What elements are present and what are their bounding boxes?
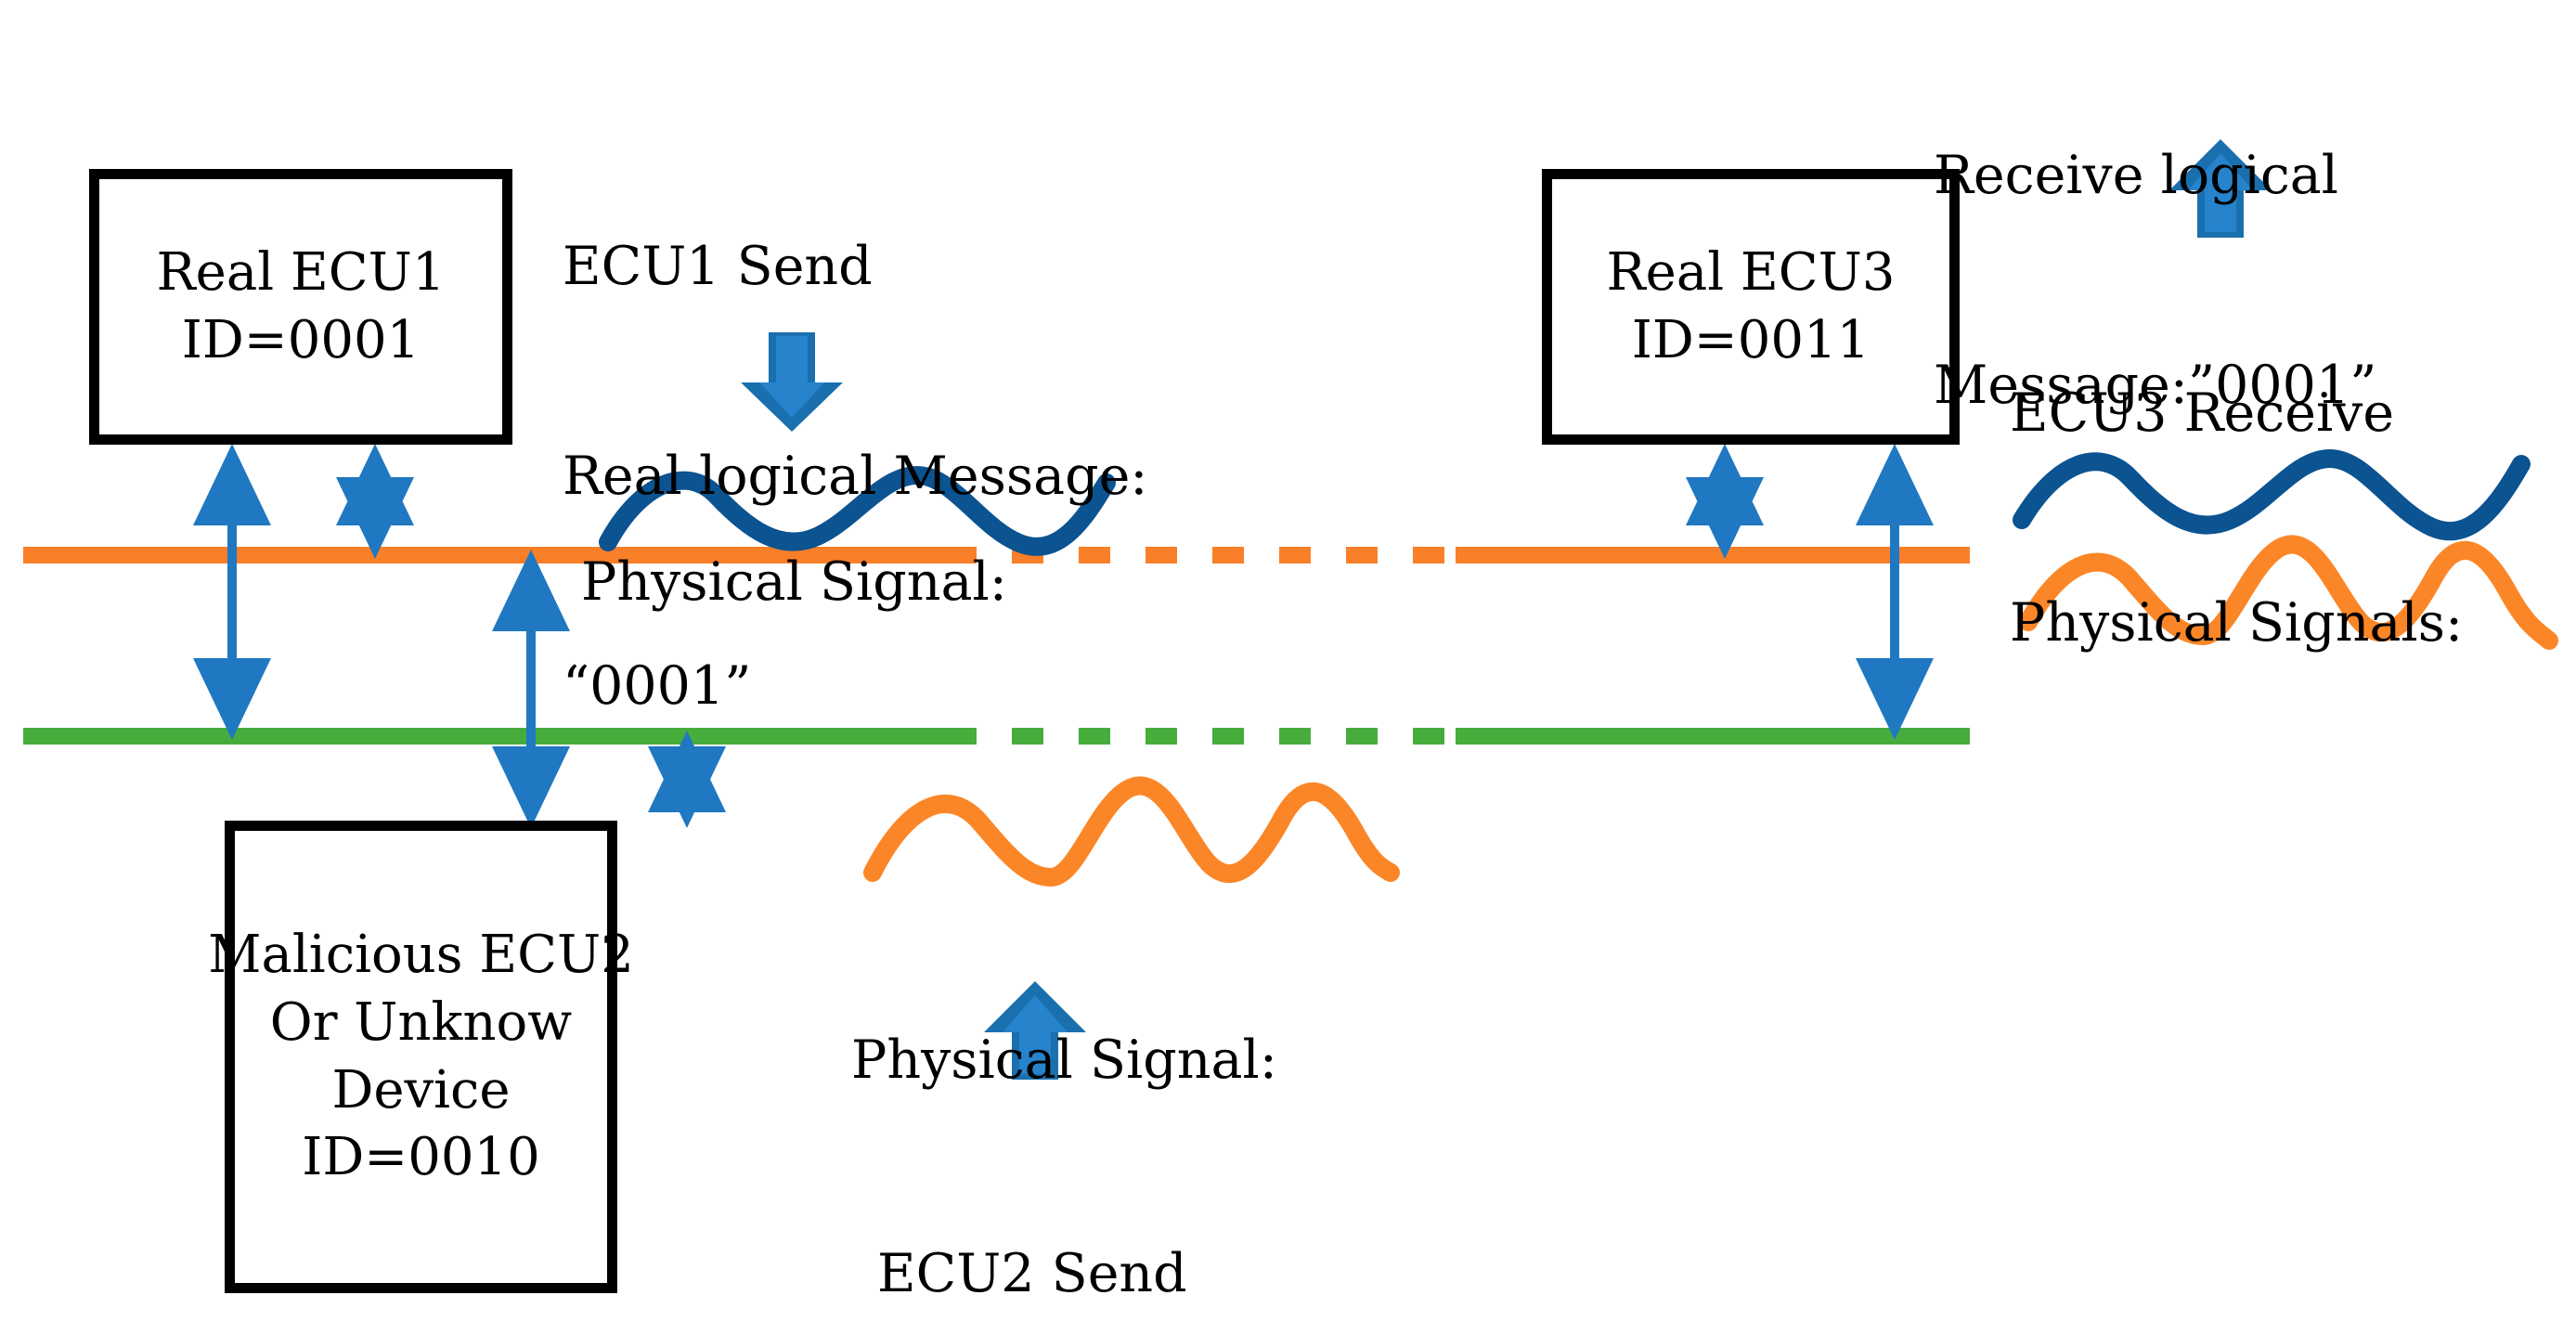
annotation-ecu2-send: ECU2 Send Spoof logical Message: “0001” <box>877 1100 1496 1334</box>
annotation-physical-signal-top-line-1: Physical Signal: <box>581 551 1007 614</box>
annotation-ecu1-send-line-1: ECU1 Send <box>563 236 873 298</box>
connector-ecu2-to-can-low <box>648 731 726 828</box>
annotation-ecu3-receive-line-1: ECU3 Receive <box>2010 382 2395 445</box>
ecu-box-malicious-ecu2-name: Malicious ECU2 <box>208 924 634 985</box>
annotation-receive-logical-message: Receive logical Message:”0001” <box>1934 2 2376 561</box>
arrowhead-up <box>193 444 271 525</box>
connector-ecu3-to-can-high <box>1686 444 1764 559</box>
arrowhead-down <box>492 746 570 828</box>
annotation-receive-logical-message-line-1: Receive logical <box>1934 145 2338 207</box>
ecu-box-real-ecu1-name: Real ECU1 <box>156 241 446 303</box>
arrowhead-down <box>1856 658 1934 740</box>
block-arrow-ecu1-send-down <box>741 332 843 432</box>
annotation-receive-logical-message-line-2: Message:”0001” <box>1934 355 2377 417</box>
waveform-ecu1-physical-signal <box>599 465 1116 556</box>
ecu-box-malicious-ecu2-id: ID=0010 <box>302 1127 540 1188</box>
connector-ecu3-to-can-low <box>1856 444 1934 740</box>
annotation-ecu1-send-line-3: “0001” <box>563 654 752 717</box>
ecu-box-real-ecu3[interactable]: Real ECU3 ID=0011 <box>1542 169 1960 445</box>
annotation-ecu3-receive-line-2: Physical Signals: <box>2010 592 2464 654</box>
annotation-physical-signal-bottom: Physical Signal: <box>851 887 1277 1236</box>
arrowhead-down <box>1686 477 1764 559</box>
ecu-box-real-ecu3-id: ID=0011 <box>1631 309 1871 370</box>
block-arrow-ecu2-send-up <box>984 981 1086 1080</box>
annotation-ecu1-send-line-2: Real logical Message: <box>563 446 1148 508</box>
block-arrow-down-inner <box>759 336 824 418</box>
annotation-ecu1-send: ECU1 Send Real logical Message: “0001” <box>563 93 1148 861</box>
block-arrow-up-inner <box>2188 153 2253 232</box>
waveform-ecu3-received-orange <box>2019 535 2558 650</box>
arrowhead-up <box>492 550 570 631</box>
annotation-ecu3-receive: ECU3 Receive Physical Signals: <box>2010 240 2463 798</box>
connector-ecu2-to-can-high <box>492 550 570 828</box>
ecu-box-real-ecu1[interactable]: Real ECU1 ID=0001 <box>89 169 512 445</box>
arrowhead-down <box>336 477 414 559</box>
ecu-box-malicious-ecu2-device: Device <box>331 1059 511 1120</box>
annotation-ecu2-send-line-1: ECU2 Send <box>877 1243 1187 1305</box>
connector-ecu1-to-can-low <box>193 444 271 740</box>
arrowhead-down <box>648 746 726 828</box>
block-arrow-up-inner <box>1003 995 1068 1074</box>
waveform-ecu2-physical-signal <box>863 776 1400 887</box>
arrowhead-down <box>193 658 271 740</box>
arrowhead-up <box>1856 444 1934 525</box>
ecu-box-malicious-ecu2[interactable]: Malicious ECU2 Or Unknow Device ID=0010 <box>208 821 634 1293</box>
annotation-physical-signal-bottom-line-1: Physical Signal: <box>851 1030 1277 1092</box>
connector-ecu1-to-can-high <box>336 444 414 559</box>
annotation-physical-signal-top: Physical Signal: <box>581 408 1007 758</box>
block-arrow-ecu3-receive-up <box>2169 139 2272 238</box>
ecu-box-real-ecu3-name: Real ECU3 <box>1606 241 1896 303</box>
ecu-box-malicious-ecu2-alt: Or Unknow <box>269 991 573 1053</box>
ecu-box-real-ecu1-id: ID=0001 <box>181 309 421 370</box>
waveform-ecu3-received-blue <box>2013 448 2531 541</box>
